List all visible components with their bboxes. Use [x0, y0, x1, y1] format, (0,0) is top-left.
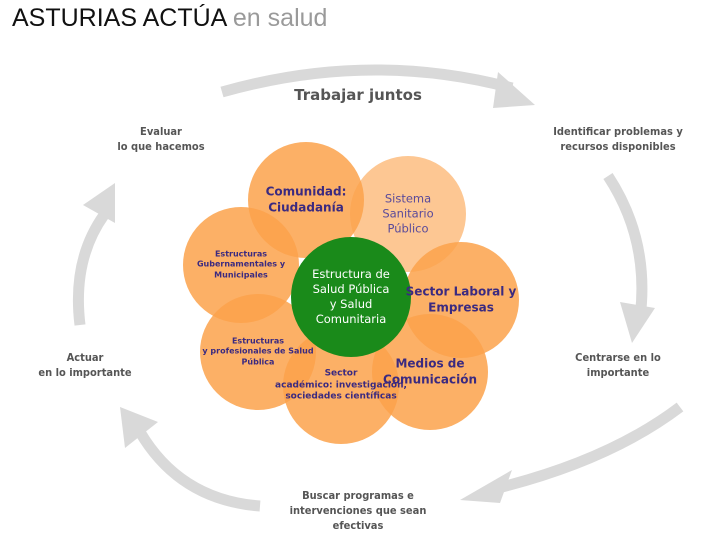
petal-label-line: sociedades científicas [285, 391, 397, 402]
step-actuar: Actuar en lo importante [38, 350, 131, 380]
step-evaluar-line: Evaluar [140, 125, 182, 138]
center-label-line: Estructura de [312, 267, 390, 281]
step-actuar-line: Actuar [66, 351, 104, 364]
arrow-right-down-head [620, 302, 655, 343]
petal-label-line: académico: investigación, [275, 380, 407, 391]
title-main: ASTURIAS ACTÚA [12, 4, 226, 32]
arrow-left-up [72, 211, 109, 326]
petal-label-line: Estructuras [231, 336, 285, 346]
center-circle [291, 237, 411, 357]
step-identificar-line: recursos disponibles [560, 140, 676, 153]
center-label-line: y Salud [329, 297, 373, 311]
arrow-top-head [493, 72, 535, 108]
petal-sector-academico [283, 328, 399, 444]
petal-label-line: Estructuras [214, 249, 268, 259]
step-buscar-line: intervenciones que sean [289, 504, 427, 517]
page-title: ASTURIAS ACTÚA en salud [12, 4, 327, 33]
step-centrarse-line: Centrarse en lo [575, 351, 661, 364]
step-evaluar: Evaluar lo que hacemos [117, 124, 204, 154]
petal-label-line: Sistema [384, 191, 432, 206]
petal-label-line: Empresas [428, 300, 494, 314]
petal-label-line: Municipales [214, 270, 268, 280]
step-actuar-line: en lo importante [38, 366, 132, 379]
petal-label-line: Público [387, 221, 429, 236]
petal-label-line: Comunidad: [265, 184, 347, 199]
arrow-bottom-right-head [460, 470, 512, 503]
arrow-right-down [603, 172, 648, 319]
petal-label-line: Comunicación [383, 372, 477, 386]
petal-label-line: Sanitario [382, 206, 434, 221]
title-sub: en salud [232, 4, 328, 32]
cycle-center-title: Trabajar juntos [294, 86, 422, 104]
step-buscar-line: Buscar programas e [302, 489, 414, 502]
step-buscar-line: efectivas [332, 519, 384, 532]
arrow-bottom-left-head [120, 407, 158, 448]
petal-label-line: y profesionales de Salud [202, 346, 314, 356]
step-identificar: Identificar problemas y recursos disponi… [553, 124, 683, 154]
step-centrarse: Centrarse en lo importante [575, 350, 661, 380]
petal-label-line: Gubernamentales y [196, 259, 286, 269]
petal-estructuras-gubernamentales [183, 207, 299, 323]
petal-label-line: Sector [324, 368, 358, 379]
step-evaluar-line: lo que hacemos [117, 140, 205, 153]
petal-sistema-sanitario [350, 156, 466, 272]
arrow-bottom-left [135, 429, 261, 512]
step-identificar-line: Identificar problemas y [553, 125, 683, 138]
center-label-line: Comunitaria [315, 312, 387, 326]
arrow-bottom-right [496, 402, 684, 494]
petal-label-line: Pública [241, 357, 275, 367]
step-buscar: Buscar programas e intervenciones que se… [290, 488, 427, 533]
step-centrarse-line: importante [586, 366, 650, 379]
arrow-top [220, 64, 514, 98]
arrow-left-up-head [83, 183, 115, 223]
petal-label-line: Ciudadanía [268, 200, 344, 214]
center-label-line: Salud Pública [312, 282, 390, 296]
petal-label-line: Sector Laboral y [405, 284, 517, 299]
petal-medios [372, 314, 488, 430]
petal-label-comunidad: Comunidad:Ciudadanía [266, 184, 347, 215]
petal-label-line: Medios de [395, 356, 465, 371]
